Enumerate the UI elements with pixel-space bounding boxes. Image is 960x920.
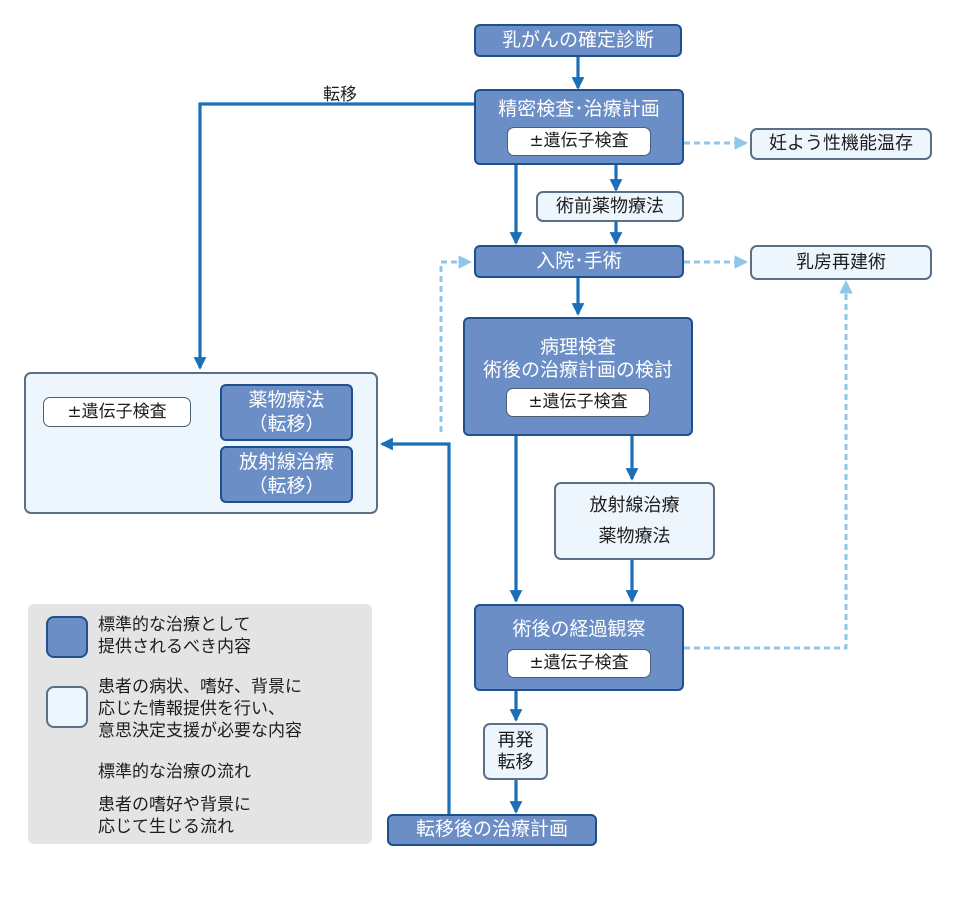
node-followup-label: 術後の経過観察: [512, 618, 646, 640]
legend-standard-line1: 標準的な治療として: [98, 615, 251, 635]
dotted-arrow-metastasis-to-surgery: [439, 255, 473, 432]
node-meta-drug-line2: （転移）: [248, 412, 325, 435]
node-pathology-line1: 病理検査: [539, 335, 616, 358]
legend-optional-swatch: [46, 686, 88, 728]
node-meta-genetic: ±遺伝子検査: [43, 397, 191, 427]
legend-standard-text: 標準的な治療として 提供されるべき内容: [98, 614, 251, 658]
node-recurrence: 再発 転移: [483, 723, 548, 780]
legend-optional-flow-line2: 応じて生じる流れ: [98, 817, 234, 838]
node-workup-genetic: ±遺伝子検査: [507, 127, 651, 157]
node-surgery: 入院･手術: [474, 245, 684, 278]
node-pathology-genetic-label: ±遺伝子検査: [528, 392, 628, 413]
node-pathology-line2: 術後の治療計画の検討: [482, 359, 673, 381]
node-followup-genetic-label: ±遺伝子検査: [529, 653, 629, 674]
dotted-arrow-followup-to-reconstruction: [684, 279, 853, 650]
arrow-workup-to-metastasis: [193, 102, 474, 370]
legend-standard-swatch: [46, 616, 88, 658]
legend-standard-flow: 標準的な治療の流れ: [98, 762, 251, 782]
legend-optional-line2: 応じた情報提供を行い、: [98, 699, 285, 720]
node-workup-label: 精密検査･治療計画: [498, 98, 660, 120]
legend-standard-flow-text: 標準的な治療の流れ: [98, 761, 251, 783]
node-pathology: 病理検査 術後の治療計画の検討 ±遺伝子検査: [463, 317, 693, 436]
node-meta-genetic-label: ±遺伝子検査: [67, 401, 167, 422]
edge-label-metastasis: 転移: [323, 85, 357, 105]
node-recurrence-line1: 再発: [497, 729, 534, 751]
node-meta-radiation-line1: 放射線治療: [238, 451, 334, 474]
node-pathology-genetic: ±遺伝子検査: [506, 388, 650, 418]
node-preop-drug-label: 術前薬物療法: [556, 195, 664, 217]
legend-optional-line3: 意思決定支援が必要な内容: [98, 721, 302, 742]
node-adjuvant-line2: 薬物療法: [598, 526, 671, 547]
legend-standard-line2: 提供されるべき内容: [98, 637, 251, 658]
node-fertility-preservation: 妊よう性機能温存: [750, 128, 932, 160]
node-adjuvant-line1: 放射線治療: [589, 494, 680, 516]
node-fertility-label: 妊よう性機能温存: [769, 133, 913, 155]
node-reconstruction: 乳房再建術: [750, 245, 932, 280]
node-meta-radiation: 放射線治療 （転移）: [220, 446, 353, 503]
node-workup: 精密検査･治療計画 ±遺伝子検査: [474, 89, 684, 165]
node-workup-genetic-label: ±遺伝子検査: [529, 131, 629, 152]
node-meta-radiation-line2: （転移）: [248, 474, 325, 497]
legend-optional-line1: 患者の病状、嗜好、背景に: [98, 677, 302, 697]
node-followup-genetic: ±遺伝子検査: [507, 649, 651, 679]
node-reconstruction-label: 乳房再建術: [796, 251, 886, 273]
node-adjuvant: 放射線治療 薬物療法: [554, 482, 715, 560]
node-metastasis-plan-label: 転移後の治療計画: [415, 818, 568, 841]
node-preop-drug: 術前薬物療法: [536, 191, 684, 222]
arrow-plan-to-metastasis: [380, 437, 451, 815]
node-meta-drug: 薬物療法 （転移）: [220, 384, 353, 441]
legend-optional-flow-text: 患者の嗜好や背景に 応じて生じる流れ: [98, 794, 251, 838]
node-surgery-label: 入院･手術: [536, 249, 622, 272]
legend-optional-flow-line1: 患者の嗜好や背景に: [98, 795, 251, 815]
node-recurrence-line2: 転移: [497, 751, 534, 773]
node-meta-drug-line1: 薬物療法: [248, 389, 325, 412]
node-diagnosis-label: 乳がんの確定診断: [501, 28, 654, 51]
node-diagnosis: 乳がんの確定診断: [474, 24, 682, 57]
node-followup: 術後の経過観察 ±遺伝子検査: [474, 604, 684, 691]
legend-optional-text: 患者の病状、嗜好、背景に 応じた情報提供を行い、 意思決定支援が必要な内容: [98, 676, 302, 742]
node-metastasis-plan: 転移後の治療計画: [387, 814, 597, 846]
